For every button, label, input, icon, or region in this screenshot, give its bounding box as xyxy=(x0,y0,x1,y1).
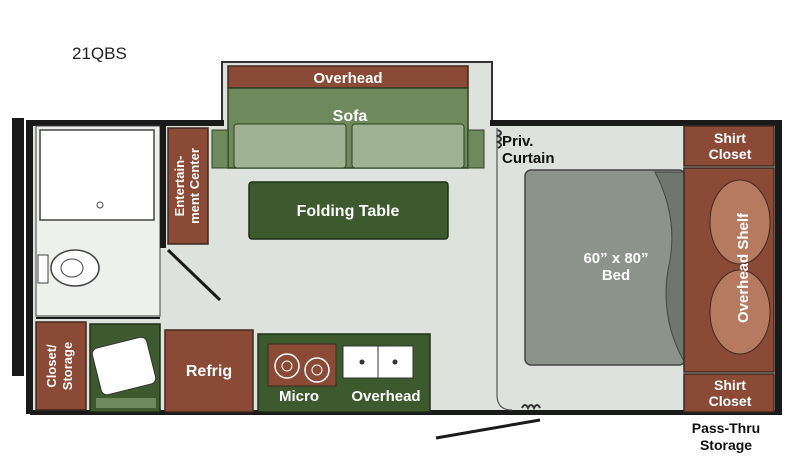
refrig-label: Refrig xyxy=(186,363,232,380)
shelf-pillow-bottom xyxy=(709,269,771,355)
bath-door xyxy=(166,248,222,302)
overhead-top-label: Overhead xyxy=(313,70,382,87)
micro-label: Micro xyxy=(279,388,319,405)
front-cap xyxy=(12,118,24,376)
wall-left xyxy=(26,120,33,414)
sofa-arm-left xyxy=(211,129,229,169)
closet-storage-label-1: Closet/ xyxy=(44,344,59,388)
entry-door-swing xyxy=(435,418,541,440)
overhead-shelf-label: Overhead Shelf xyxy=(735,212,752,323)
closet-storage-label-2: Storage xyxy=(60,342,75,390)
closet-storage xyxy=(35,321,87,411)
bed-label-1: 60” x 80” xyxy=(583,250,648,267)
vanity-drawer xyxy=(96,398,156,408)
sofa-arm-right xyxy=(467,129,485,169)
bed-label-2: Bed xyxy=(602,267,630,284)
pass-thru-label-1: Pass-Thru xyxy=(692,420,760,436)
bath-wall xyxy=(160,126,166,248)
sofa-label: Sofa xyxy=(333,108,368,125)
sofa-cushion-left xyxy=(233,123,347,169)
curtain-folds-top xyxy=(495,129,502,149)
sink-drain-left xyxy=(359,359,365,365)
burner-left-inner xyxy=(281,360,293,372)
shirt-closet-top xyxy=(683,125,775,167)
sink-drain-right xyxy=(392,359,398,365)
curtain-folds-bottom xyxy=(521,404,541,411)
model-name: 21QBS xyxy=(72,44,127,63)
sofa-cushion-right xyxy=(351,123,465,169)
shirt-closet-top-label-1: Shirt xyxy=(714,130,746,146)
wall-top-right xyxy=(490,120,780,126)
refrigerator xyxy=(164,329,254,413)
toilet-tank xyxy=(37,254,49,284)
bed-headboard xyxy=(654,171,686,365)
shirt-closet-bottom-label-1: Shirt xyxy=(714,377,746,393)
entertainment-center xyxy=(167,127,209,245)
folding-table-label: Folding Table xyxy=(297,203,400,220)
shower-drain xyxy=(96,201,104,209)
overhead-bottom-label: Overhead xyxy=(351,388,420,405)
entertainment-label-2: ment Center xyxy=(187,148,202,224)
burner-right-inner xyxy=(311,364,323,376)
folding-table xyxy=(248,181,449,240)
wall-top-left xyxy=(30,120,224,126)
priv-label-2: Curtain xyxy=(502,150,555,167)
shirt-closet-bottom-label-2: Closet xyxy=(709,393,752,409)
wall-right xyxy=(775,120,782,414)
microwave xyxy=(267,343,337,387)
burner-left xyxy=(274,353,300,379)
shirt-closet-top-label-2: Closet xyxy=(709,146,752,162)
priv-label-1: Priv. xyxy=(502,133,533,150)
pass-thru-label-2: Storage xyxy=(700,437,752,453)
shirt-closet-bottom xyxy=(683,373,775,413)
privacy-curtain xyxy=(496,128,513,411)
burner-right xyxy=(304,357,330,383)
toilet-bowl xyxy=(60,258,84,278)
entertainment-label-1: Entertain- xyxy=(172,156,187,217)
bath-sink xyxy=(91,336,157,396)
shelf-pillow-top xyxy=(709,179,771,265)
